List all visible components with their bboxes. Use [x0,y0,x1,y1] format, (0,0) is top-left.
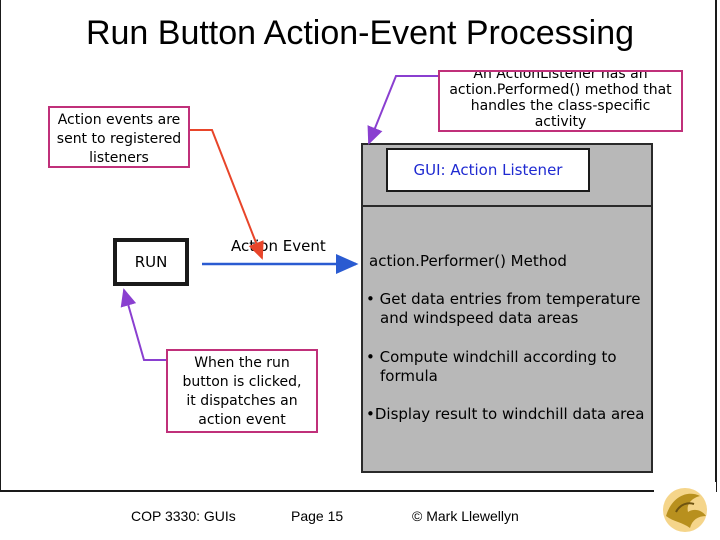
bullet-3: •Display result to windchill data area [366,405,644,424]
bullet-2-marker: • [366,348,375,366]
slide-frame [0,0,717,492]
callout-top-line-4: activity [534,114,587,130]
run-clicked-arrow [120,288,166,361]
callout-left-line-2: sent to registered [56,131,182,147]
bullet-2: • Compute windchill according to formula [366,348,617,386]
footer-course: COP 3330: GUIs [131,508,236,524]
callout-left-line-3: listeners [89,150,149,166]
callout-mid-line-1: When the run [194,355,290,371]
callout-mid-line-3: it dispatches an [186,393,298,409]
footer-author: © Mark Llewellyn [412,508,519,524]
bullet-3-marker: • [366,405,375,423]
method-title: action.Performer() Method [369,252,567,270]
bullet-3-line-1: Display result to windchill data area [374,405,645,423]
bullet-1: • Get data entries from temperature and … [366,290,640,328]
callout-mid-line-4: action event [198,412,286,428]
run-button-label: RUN [134,253,168,271]
gui-action-listener-label: GUI: Action Listener [413,161,563,179]
run-button[interactable]: RUN [113,238,189,286]
footer-page: Page 15 [291,508,344,524]
action-performed-arrow [367,75,438,145]
bullet-2-line-1: Compute windchill according to [379,348,617,366]
events-sent-arrow [190,129,264,260]
callout-action-performed: An ActionListener has an action.Performe… [438,70,683,132]
bullet-1-line-1: Get data entries from temperature [379,290,641,308]
callout-top-line-3: handles the class-specific [470,98,651,114]
bullet-2-line-2: formula [380,367,438,385]
callout-top-line-1: An ActionListener has an [473,70,648,82]
ucf-pegasus-logo-icon [654,482,716,538]
callout-left-line-1: Action events are [57,112,181,128]
bullet-1-marker: • [366,290,375,308]
callout-action-events-sent: Action events are sent to registered lis… [48,106,190,168]
bullet-1-line-2: and windspeed data areas [380,309,579,327]
callout-run-clicked: When the run button is clicked, it dispa… [166,349,318,433]
slide-title: Run Button Action-Event Processing [85,14,635,52]
gui-action-listener-header: GUI: Action Listener [386,148,590,192]
callout-top-line-2: action.Performed() method that [449,82,672,98]
callout-mid-line-2: button is clicked, [182,374,302,390]
